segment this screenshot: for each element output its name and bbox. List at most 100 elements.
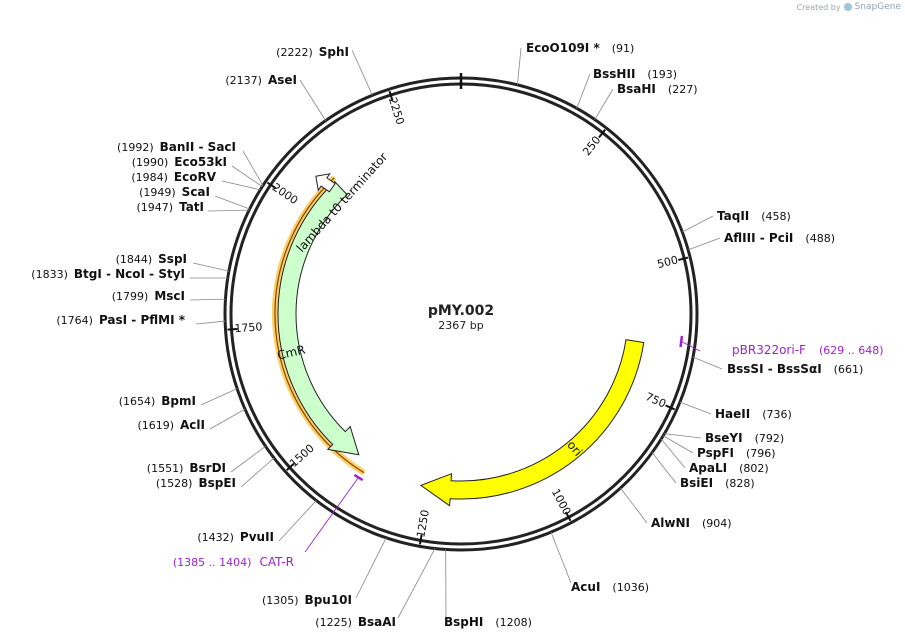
site-name: BssHII	[593, 67, 635, 81]
site-name: ApaLI	[689, 461, 727, 475]
site-name: Bpu10I	[305, 593, 352, 607]
site-scai[interactable]: ScaI(1949)	[139, 185, 250, 210]
site-name: AseI	[268, 73, 297, 87]
site-pasi[interactable]: PasI - PflMI *(1764)	[56, 313, 226, 327]
feature-ori[interactable]	[419, 339, 645, 507]
site-bpmi[interactable]: BpmI(1654)	[119, 388, 238, 408]
site-position: (1432)	[197, 531, 234, 544]
site-tati[interactable]: TatI (1947)	[136, 200, 250, 214]
site-bsahi[interactable]: BsaHI(227)	[594, 82, 698, 120]
site-position: (227)	[668, 83, 698, 96]
site-connector-line	[397, 548, 436, 619]
site-bseyi[interactable]: BseYI(792)	[664, 431, 784, 445]
site-position: (796)	[746, 447, 776, 460]
site-pvuii[interactable]: PvuII (1432)	[197, 500, 317, 544]
site-name: PasI - PflMI *	[99, 313, 186, 327]
tick-mark	[227, 328, 238, 331]
site-banii[interactable]: BanII - SacI(1992)	[117, 140, 264, 186]
site-position: (1947)	[136, 201, 173, 214]
site-connector-line	[195, 320, 226, 325]
site-connector-line	[351, 49, 373, 96]
tick-label: 2250	[386, 96, 407, 127]
tick-mark	[665, 404, 676, 411]
site-connector-line	[240, 457, 275, 488]
site-position: (828)	[725, 477, 755, 490]
site-name: BtgI - NcoI - StyI	[74, 267, 185, 281]
site-position: (1551)	[147, 462, 184, 475]
site-name: BspHI	[444, 615, 483, 629]
site-name: EcoO109I *	[526, 41, 600, 55]
site-position: (458)	[761, 210, 791, 223]
terminator-arrow-icon	[315, 173, 336, 193]
site-connector-line	[192, 262, 230, 272]
site-name: BspEI	[198, 476, 236, 490]
site-connector-line	[189, 298, 226, 301]
site-name: BssSI - BssSαI	[727, 362, 822, 376]
site-bsaai[interactable]: BsaAI(1225)	[315, 548, 436, 629]
site-bpu10i[interactable]: Bpu10I(1305)	[262, 537, 387, 607]
credit-text: Created by	[796, 2, 841, 12]
site-position: (904)	[702, 517, 732, 530]
primer-connector-line	[681, 341, 701, 352]
site-name: TatI	[179, 200, 204, 214]
site-name: Eco53kI	[174, 155, 227, 169]
tick-label: 1750	[234, 320, 263, 335]
site-name: AflIII - PciI	[724, 231, 793, 245]
tick-label: 1250	[414, 509, 432, 539]
site-sspi[interactable]: SspI (1844)	[116, 252, 230, 272]
feature-cmr[interactable]	[277, 180, 360, 456]
site-connector-line	[620, 487, 648, 524]
site-pspfi[interactable]: PspFI(796)	[662, 435, 776, 460]
site-apali[interactable]: ApaLI(802)	[660, 438, 769, 475]
plasmid-name: pMY.002	[428, 303, 494, 319]
feature-lambda-t0-terminator[interactable]: lambda t0 terminator	[294, 150, 391, 255]
primer-name: CAT-R	[259, 555, 294, 569]
site-connector-line	[517, 47, 522, 85]
site-bspei[interactable]: BspEI(1528)	[156, 457, 275, 490]
site-acli[interactable]: AclI(1619)	[137, 408, 246, 432]
tick-label: 2000	[270, 181, 300, 207]
tick-mark	[598, 129, 606, 139]
site-eco53ki[interactable]: Eco53kI (1990)	[132, 155, 263, 187]
primer-pbr322ori-f[interactable]: pBR322ori-F(629 .. 648)	[679, 335, 884, 357]
feature-label-cmr: CmR	[276, 343, 307, 363]
site-connector-line	[651, 452, 677, 484]
site-connector-line	[692, 356, 723, 370]
site-sphi[interactable]: SphI(2222)	[276, 45, 373, 96]
site-afliii[interactable]: AflIII - PciI (488)	[687, 231, 835, 251]
site-connector-line	[355, 537, 387, 599]
site-ecoo109i[interactable]: EcoO109I * (91)	[517, 41, 634, 85]
primer-bar	[679, 335, 684, 348]
tick-mark	[388, 90, 394, 102]
site-name: BsrDI	[189, 461, 226, 475]
site-position: (488)	[805, 232, 835, 245]
tick-mark	[678, 256, 689, 261]
site-name: SspI	[158, 252, 187, 266]
site-bsshii[interactable]: BssHII(193)	[576, 67, 677, 109]
snapgene-logo-icon	[843, 3, 852, 11]
site-bsssi[interactable]: BssSI - BssSαI(661)	[692, 356, 863, 376]
site-acui[interactable]: AcuI(1036)	[550, 531, 649, 594]
site-connector-line	[299, 79, 327, 121]
site-position: (91)	[612, 42, 635, 55]
site-bsiei[interactable]: BsiEI(828)	[651, 452, 755, 490]
site-ecorv[interactable]: EcoRV(1984)	[131, 170, 261, 191]
site-connector-line	[682, 215, 714, 233]
site-position: (2137)	[225, 74, 262, 87]
site-bsphi[interactable]: BspHI(1208)	[444, 549, 532, 629]
site-taqii[interactable]: TaqII(458)	[682, 209, 791, 233]
site-alwni[interactable]: AlwNI(904)	[620, 487, 732, 530]
site-bsrdi[interactable]: BsrDI (1551)	[147, 446, 266, 475]
site-name: ScaI	[182, 185, 210, 199]
site-position: (1844)	[116, 253, 153, 266]
site-asei[interactable]: AseI (2137)	[225, 73, 327, 121]
site-position: (1036)	[612, 581, 649, 594]
site-haeii[interactable]: HaeII(736)	[679, 401, 792, 421]
site-connector-line	[200, 388, 238, 406]
primer-cat-r[interactable]: CAT-R(1385 .. 1404)	[173, 473, 364, 569]
site-name: PvuII	[240, 530, 274, 544]
site-btgi[interactable]: BtgI - NcoI - StyI(1833)	[31, 267, 228, 281]
site-name: BpmI	[161, 394, 196, 408]
site-msci[interactable]: MscI(1799)	[112, 289, 226, 303]
site-position: (1990)	[132, 156, 169, 169]
